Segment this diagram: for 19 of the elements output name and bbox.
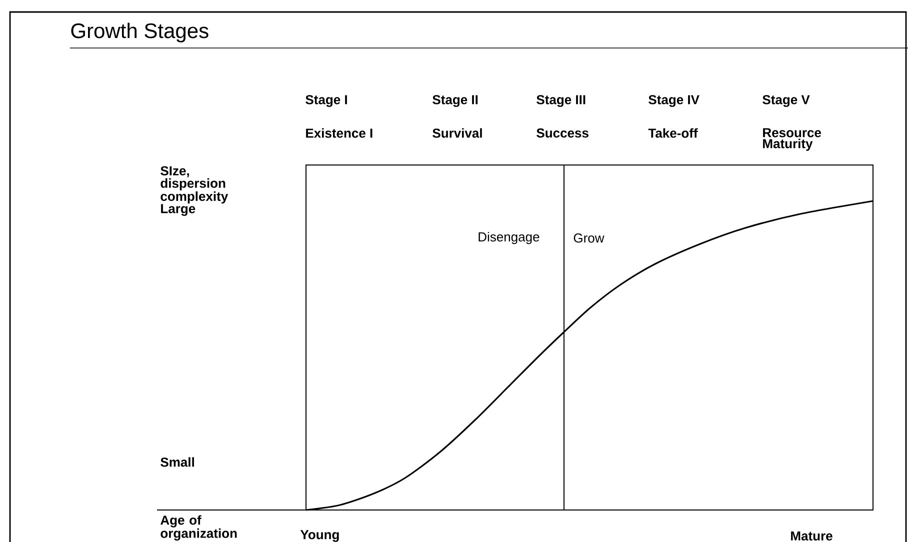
stage-label: Stage III [536, 95, 586, 107]
stage-label: Stage I [306, 95, 347, 107]
region-label: Disengage [478, 232, 540, 244]
stage-label: Stage IV [648, 95, 700, 107]
stage-name: Resource Maturity [763, 128, 821, 151]
stage-label: Stage V [762, 95, 810, 107]
stage-name: Take-off [648, 128, 698, 138]
axis-value: Mature [791, 531, 832, 541]
region-label: Grow [574, 233, 604, 243]
stage-name: Existence I [306, 128, 372, 138]
axis-label: SIze, dispersion complexity [160, 166, 228, 204]
chart-title: Growth Stages [71, 22, 208, 42]
stage-name: Survival [432, 128, 482, 138]
axis-value: Large [161, 204, 196, 216]
axis-value: Small [160, 457, 194, 467]
axis-label: Age of organization [160, 515, 237, 541]
stage-label: Stage II [432, 95, 478, 107]
axis-value: Young [300, 530, 339, 542]
stage-name: Success [536, 128, 588, 138]
